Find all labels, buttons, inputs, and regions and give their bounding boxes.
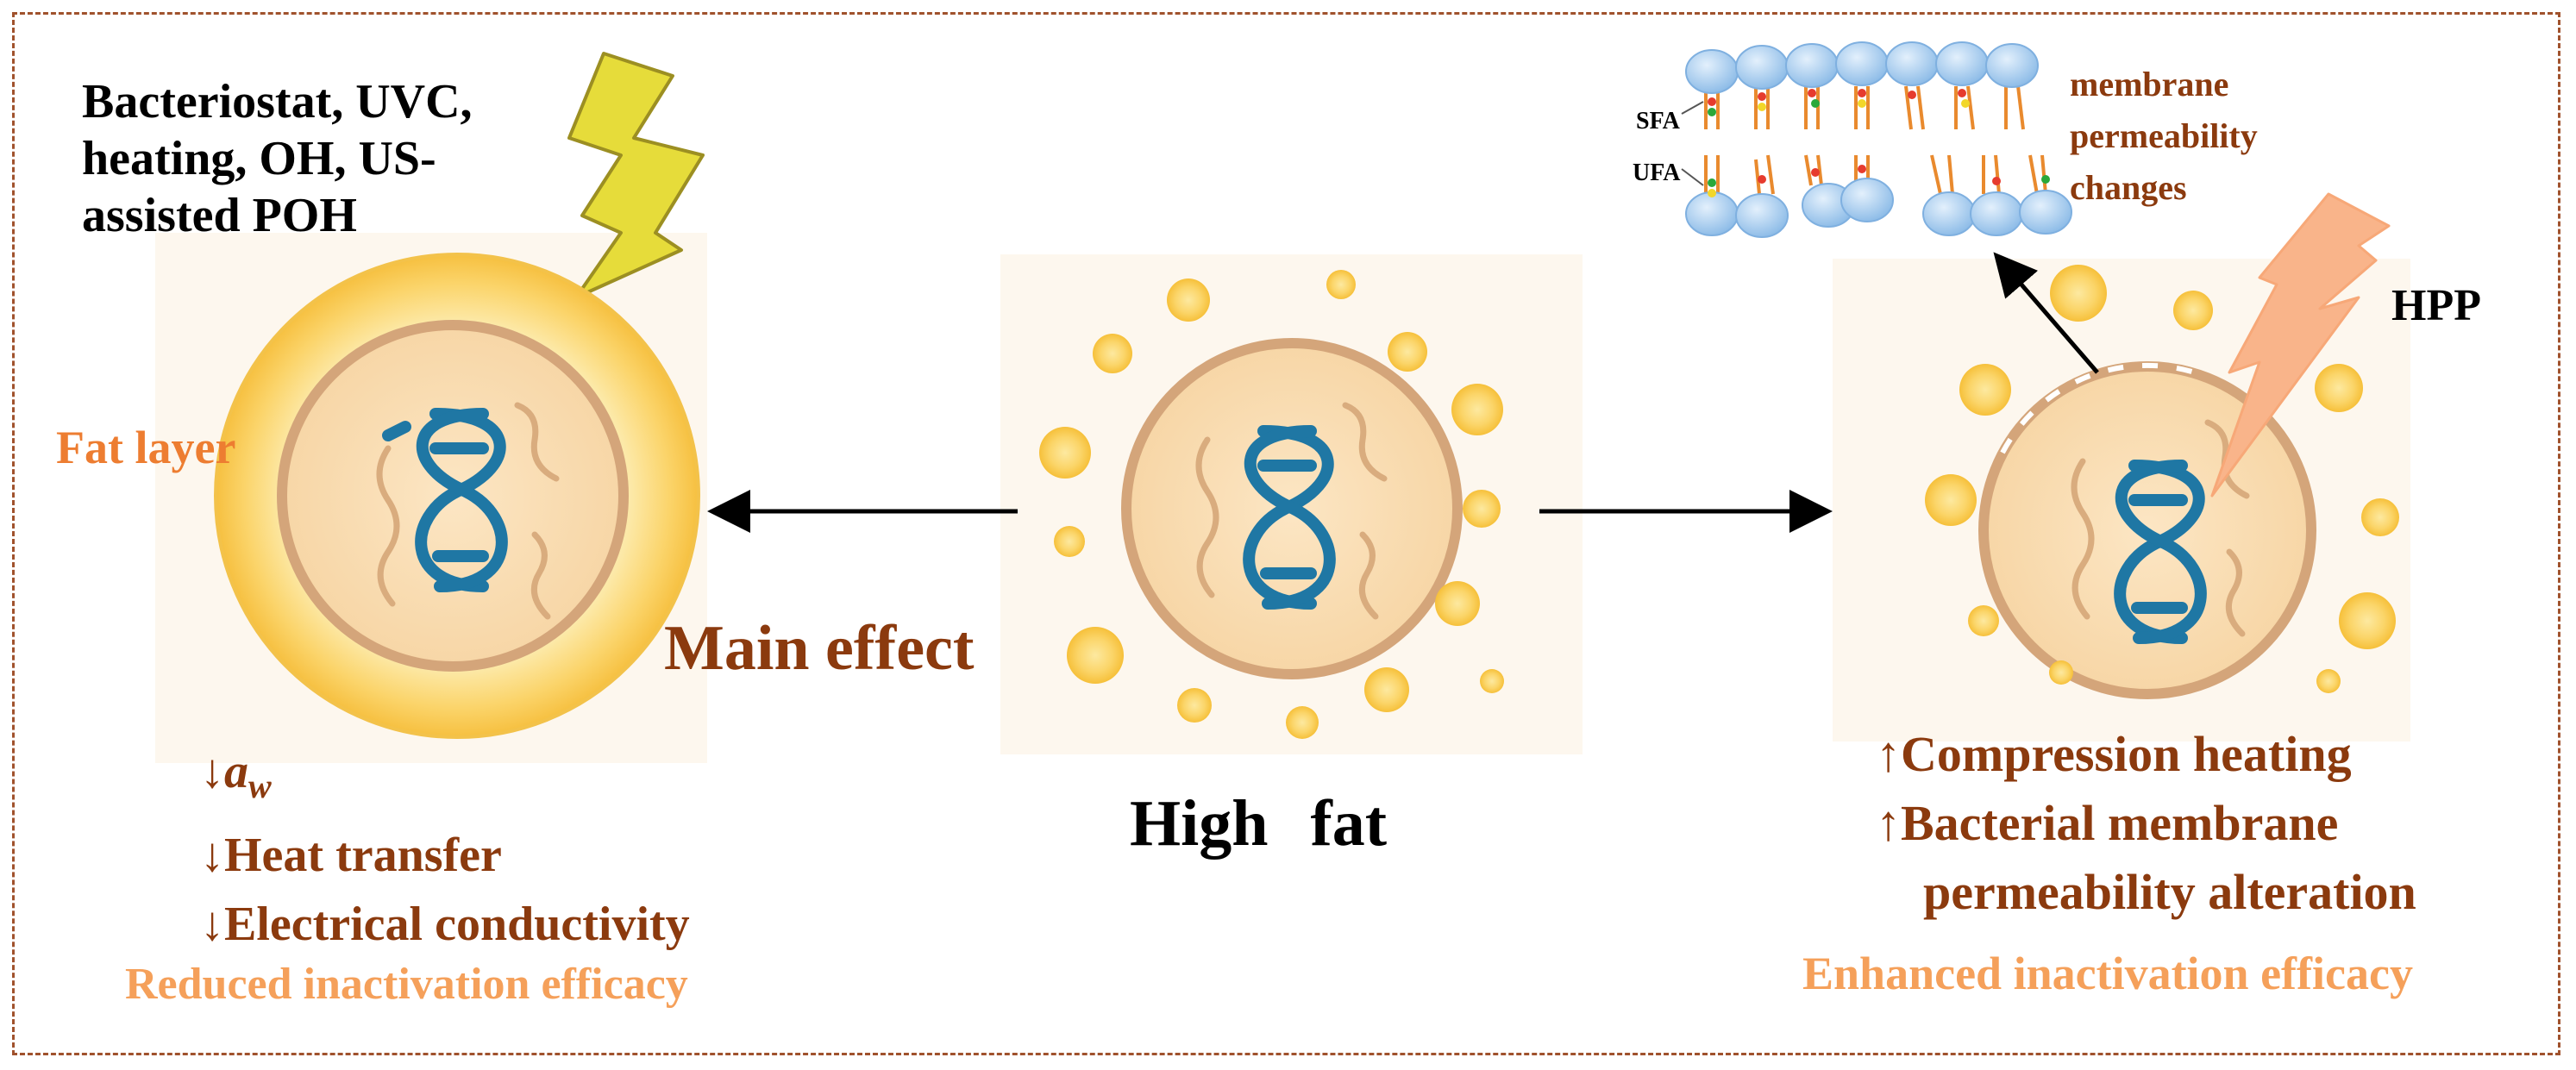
electrical-conductivity-item: ↓Electrical conductivity (200, 898, 690, 952)
dashed-frame (12, 12, 2560, 1055)
left-effects-list: ↓aw ↓Heat transfer ↓Electrical conductiv… (200, 737, 690, 959)
sfa-label: SFA (1636, 108, 1680, 135)
lightning-bolt-icon (567, 52, 705, 299)
sfa-pointer (1681, 101, 1704, 115)
membrane-bilayer-icon (1681, 41, 2072, 238)
main-effect-label: Main effect (664, 613, 975, 684)
hpp-treated-cell (1925, 265, 2399, 699)
heat-transfer-item: ↓Heat transfer (200, 829, 502, 883)
hpp-lightning-icon (2210, 192, 2391, 497)
fat-layer-label: Fat layer (56, 422, 236, 473)
membrane-line-3: changes (2070, 168, 2187, 207)
enhanced-efficacy-label: Enhanced inactivation efficacy (1802, 948, 2413, 999)
fat-coated-cell (214, 253, 700, 739)
treatment-methods-label: Bacteriostat, UVC, heating, OH, US- assi… (82, 73, 473, 244)
compression-heating-item: ↑Compression heating (1876, 726, 2352, 782)
membrane-line-1: membrane (2070, 65, 2229, 103)
aw-symbol: a (224, 745, 248, 798)
high-fat-cell (1039, 270, 1504, 739)
membrane-alteration-line-2: permeability alteration (1923, 864, 2416, 920)
aw-subscript: w (248, 767, 272, 806)
lipid-dots (1708, 89, 2050, 197)
dna-icon (2114, 460, 2207, 644)
phospholipid-heads (1685, 41, 2072, 238)
hpp-label: HPP (2391, 281, 2481, 330)
right-effects-list: ↑Compression heating ↑Bacterial membrane… (1876, 720, 2416, 927)
membrane-changes-label: membrane permeability changes (2070, 59, 2258, 214)
fat-droplets (1039, 270, 1504, 739)
membrane-line-2: permeability (2070, 116, 2258, 155)
water-activity-item: ↓aw (200, 737, 690, 821)
treatment-line-2: heating, OH, US- (82, 132, 436, 185)
treatment-line-1: Bacteriostat, UVC, (82, 75, 473, 128)
fat-droplets (1925, 265, 2399, 693)
dna-icon (382, 408, 508, 592)
arrow-to-membrane (1993, 252, 2099, 374)
treatment-line-3: assisted POH (82, 189, 357, 242)
down-arrow-icon: ↓ (200, 745, 224, 798)
high-fat-label: High fat (1130, 787, 1388, 860)
ufa-label: UFA (1633, 160, 1681, 186)
reduced-efficacy-label: Reduced inactivation efficacy (125, 960, 688, 1009)
dna-icon (1243, 425, 1336, 610)
membrane-alteration-line-1: ↑Bacterial membrane (1876, 795, 2339, 851)
ufa-pointer (1681, 168, 1704, 186)
